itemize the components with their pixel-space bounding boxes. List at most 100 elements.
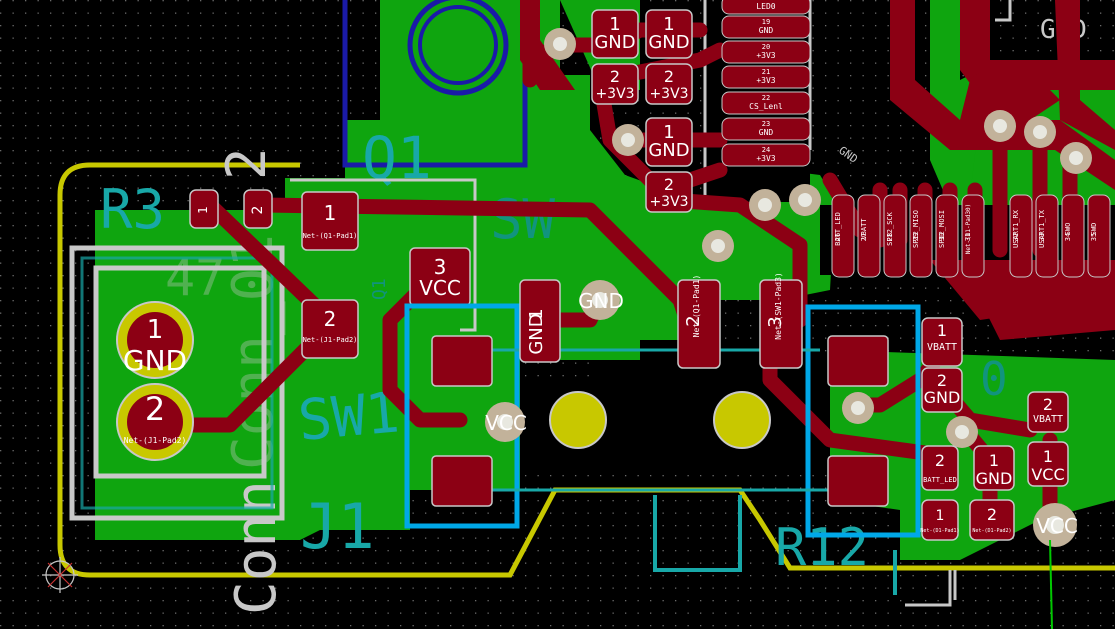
r12-value: 2: [215, 147, 278, 180]
cap-pad[interactable]: 2 +3V3: [591, 63, 639, 105]
q1-small-ref: Q1: [369, 278, 390, 300]
smd-pad-net: VBATT: [1033, 414, 1063, 425]
q1-net-pad[interactable]: 2 Net-(Q1-Pad1): [677, 275, 721, 369]
smd-pad-net: GND: [924, 388, 961, 407]
r3-pad-2[interactable]: 2: [243, 189, 273, 229]
q1-pad1-net: Net-(Q1-Pad1): [303, 232, 358, 240]
cap-pad[interactable]: 2 +3V3: [645, 171, 693, 213]
vias[interactable]: [544, 28, 1092, 448]
conn-label: Conn: [224, 480, 289, 615]
j1-pin-1[interactable]: 1 GND: [116, 301, 194, 379]
connector-pad-num: 19: [762, 18, 770, 26]
q1-pad-2[interactable]: 2 Net-(J1-Pad2): [301, 299, 359, 359]
connector-pad-num: 26: [834, 233, 842, 241]
connector-pad-num: 20: [762, 43, 770, 51]
sw-fab-text-right: SW: [490, 188, 556, 251]
r3-pad-1[interactable]: 1: [189, 189, 219, 229]
q1-pad-3[interactable]: 3 VCC: [409, 247, 471, 307]
ratsnest-line: [1049, 539, 1053, 629]
cap-pad[interactable]: 2 +3V3: [645, 63, 693, 105]
connector-pad-net: SPI2_MISO: [912, 210, 920, 248]
j1-pad2-net: Net-(J1-Pad2): [124, 436, 187, 445]
cap-pad-net: +3V3: [595, 86, 634, 102]
q1-net-pad-num: 2: [683, 315, 704, 326]
smd-pad-num: 2: [935, 451, 945, 470]
connector-pad-num: 27: [860, 233, 868, 241]
gnd-pad[interactable]: 1 GND: [519, 279, 561, 363]
smd-pad-num: 2: [1043, 395, 1053, 414]
connector-pad-net: SPI2_MOSI: [938, 210, 946, 248]
connector-pad-num: 24: [762, 146, 770, 154]
q1-pad-1[interactable]: 1 Net-(Q1-Pad1): [301, 191, 359, 251]
connector-pad-net: BATT_LED: [834, 212, 842, 246]
smd-pad-net: Net-(D1-Pad1): [920, 528, 959, 534]
q1-pad3-net: VCC: [419, 276, 461, 300]
via-vcc-2[interactable]: VCC: [1033, 503, 1078, 547]
r3-pad1-num: 1: [196, 206, 210, 214]
connector-pad-num: 21: [762, 68, 770, 76]
connector-pad[interactable]: 24+3V3: [721, 143, 811, 167]
q1-pad1-num: 1: [324, 201, 337, 225]
cap-pads[interactable]: 1 GND 1 GND 2 +3V3 2 +3V3 1 GND 2 +3V3: [591, 9, 693, 213]
cap-pad-num: 2: [664, 67, 674, 86]
connector-pad[interactable]: LED0: [721, 0, 811, 15]
connector-pad-net: LED0: [756, 2, 775, 11]
connector-pad-num: 35: [1090, 233, 1098, 241]
connector-pad-net: SWO: [1064, 223, 1072, 236]
cap-pad[interactable]: 1 GND: [645, 9, 693, 59]
connector-pad-num: 33: [1038, 233, 1046, 241]
cap-pad-num: 1: [663, 122, 674, 143]
connector-pad-net: CS_Lenl: [749, 102, 783, 111]
teal-outline: [653, 495, 897, 595]
connector-pad-num: 29: [912, 233, 920, 241]
via-gnd[interactable]: GND: [578, 280, 624, 320]
cap-pad[interactable]: 1 GND: [645, 117, 693, 167]
r12-reference: R12: [775, 518, 869, 578]
origin-marker-icon: [42, 557, 78, 593]
via-vcc[interactable]: VCC: [485, 402, 527, 442]
j1-pin-2[interactable]: 2 Net-(J1-Pad2): [116, 383, 194, 461]
connector-pad-net: +3V3: [756, 154, 775, 163]
connector-pad[interactable]: 21+3V3: [721, 65, 811, 89]
q1-net-pad-net: Net-(Q1-Pad1): [692, 275, 701, 338]
sw2-pads[interactable]: [827, 335, 889, 507]
connector-pad[interactable]: 20+3V3: [721, 40, 811, 64]
connector-pad-num: 22: [762, 94, 770, 102]
sw-net-pad-net: Net-(SW1-Pad3): [774, 272, 783, 339]
sw-net-pad[interactable]: 3 Net-(SW1-Pad3): [759, 272, 803, 369]
right-fab-num: 0: [980, 352, 1008, 406]
r3-reference: R3: [100, 178, 165, 241]
cap-pad-num: 2: [610, 67, 620, 86]
sw1-pads[interactable]: [431, 335, 493, 507]
smd-pad-num: 2: [987, 505, 997, 524]
connector-pad-num: 31: [964, 233, 972, 241]
cap-pad[interactable]: 1 GND: [591, 9, 639, 59]
via-vcc-label: VCC: [485, 411, 527, 435]
sw-net-pad-num: 3: [765, 316, 786, 327]
